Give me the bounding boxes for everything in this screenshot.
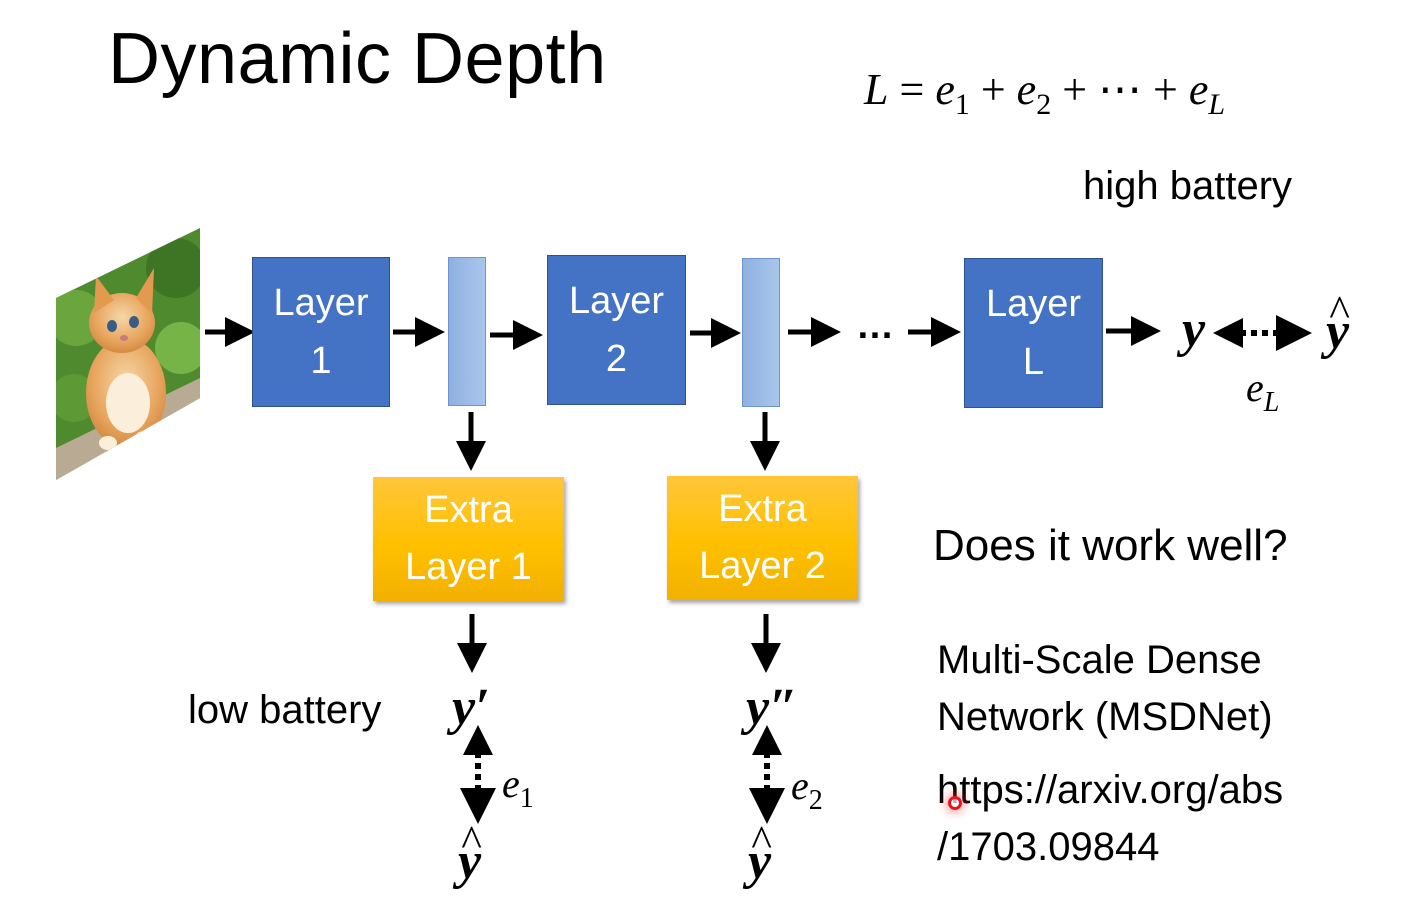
- reference-url-line1[interactable]: https://arxiv.org/abs: [937, 768, 1284, 812]
- reference-url-line2[interactable]: /1703.09844: [937, 825, 1160, 869]
- reference-name-line2: Network (MSDNet): [937, 695, 1273, 739]
- extra-layer-2-label-line1: Extra: [718, 488, 807, 530]
- layer-L-label-line2: L: [1022, 341, 1045, 383]
- extra-layer-2-block: Extra Layer 2: [667, 476, 858, 600]
- formula-plus: +: [1142, 65, 1189, 114]
- formula-term-eL: eL: [1188, 65, 1226, 121]
- formula-plus: +: [969, 65, 1017, 114]
- formula-term-e2: e2: [1016, 65, 1052, 121]
- exit1-prediction-y-prime: y′: [452, 679, 490, 736]
- final-prediction-y: y: [1182, 301, 1206, 358]
- final-ground-truth-yhat: y^: [1326, 287, 1350, 360]
- intermediate-feature-bar-2: [742, 258, 780, 407]
- reference-url[interactable]: https://arxiv.org/abs /1703.09844: [937, 762, 1283, 876]
- low-battery-label: low battery: [188, 688, 382, 732]
- intermediate-feature-bar-1: [448, 257, 486, 406]
- formula-lhs: L: [864, 65, 889, 114]
- layer-2-label-line2: 2: [605, 338, 628, 380]
- loss-formula: L = e1 + e2 + ⋯ + eL: [864, 62, 1225, 133]
- layer-2-label-line1: Layer: [568, 280, 665, 322]
- reference-name-line1: Multi-Scale Dense: [937, 638, 1262, 682]
- layer-1-label-line1: Layer: [273, 282, 369, 324]
- hat-accent: ^: [461, 817, 482, 866]
- exit2-ground-truth-yhat: y^: [748, 817, 772, 890]
- formula-plus: +: [1051, 65, 1099, 114]
- formula-equals: =: [888, 65, 936, 114]
- layer-L-label-line1: Layer: [985, 283, 1082, 325]
- reference-name: Multi-Scale Dense Network (MSDNet): [937, 632, 1273, 746]
- exit2-prediction-y-double-prime: y″: [746, 679, 798, 736]
- extra-layer-1-label-line2: Layer 1: [405, 546, 532, 588]
- hat-accent: ^: [751, 817, 772, 866]
- laser-pointer-icon: [948, 796, 962, 810]
- layer-1-block: Layer 1: [252, 257, 390, 407]
- question-text: Does it work well?: [933, 521, 1288, 570]
- layer-2-block: Layer 2: [547, 255, 686, 405]
- exit2-error-e2: e2: [791, 763, 823, 817]
- slide-title: Dynamic Depth: [108, 19, 607, 99]
- chain-ellipsis: …: [856, 305, 895, 347]
- exit1-ground-truth-yhat: y^: [458, 817, 482, 890]
- layer-L-block: Layer L: [964, 258, 1103, 408]
- exit1-error-e1: e1: [502, 761, 534, 815]
- formula-term-e1: e1: [935, 65, 970, 121]
- formula-ellipsis: ⋯: [1098, 65, 1143, 114]
- final-error-eL: eL: [1246, 365, 1280, 419]
- hat-accent: ^: [1329, 287, 1350, 336]
- extra-layer-1-block: Extra Layer 1: [373, 477, 564, 601]
- kitten-image: [56, 228, 200, 480]
- extra-layer-2-label-line2: Layer 2: [699, 545, 826, 587]
- layer-1-label-line2: 1: [310, 340, 332, 382]
- high-battery-label: high battery: [1083, 164, 1293, 208]
- extra-layer-1-label-line1: Extra: [424, 489, 513, 531]
